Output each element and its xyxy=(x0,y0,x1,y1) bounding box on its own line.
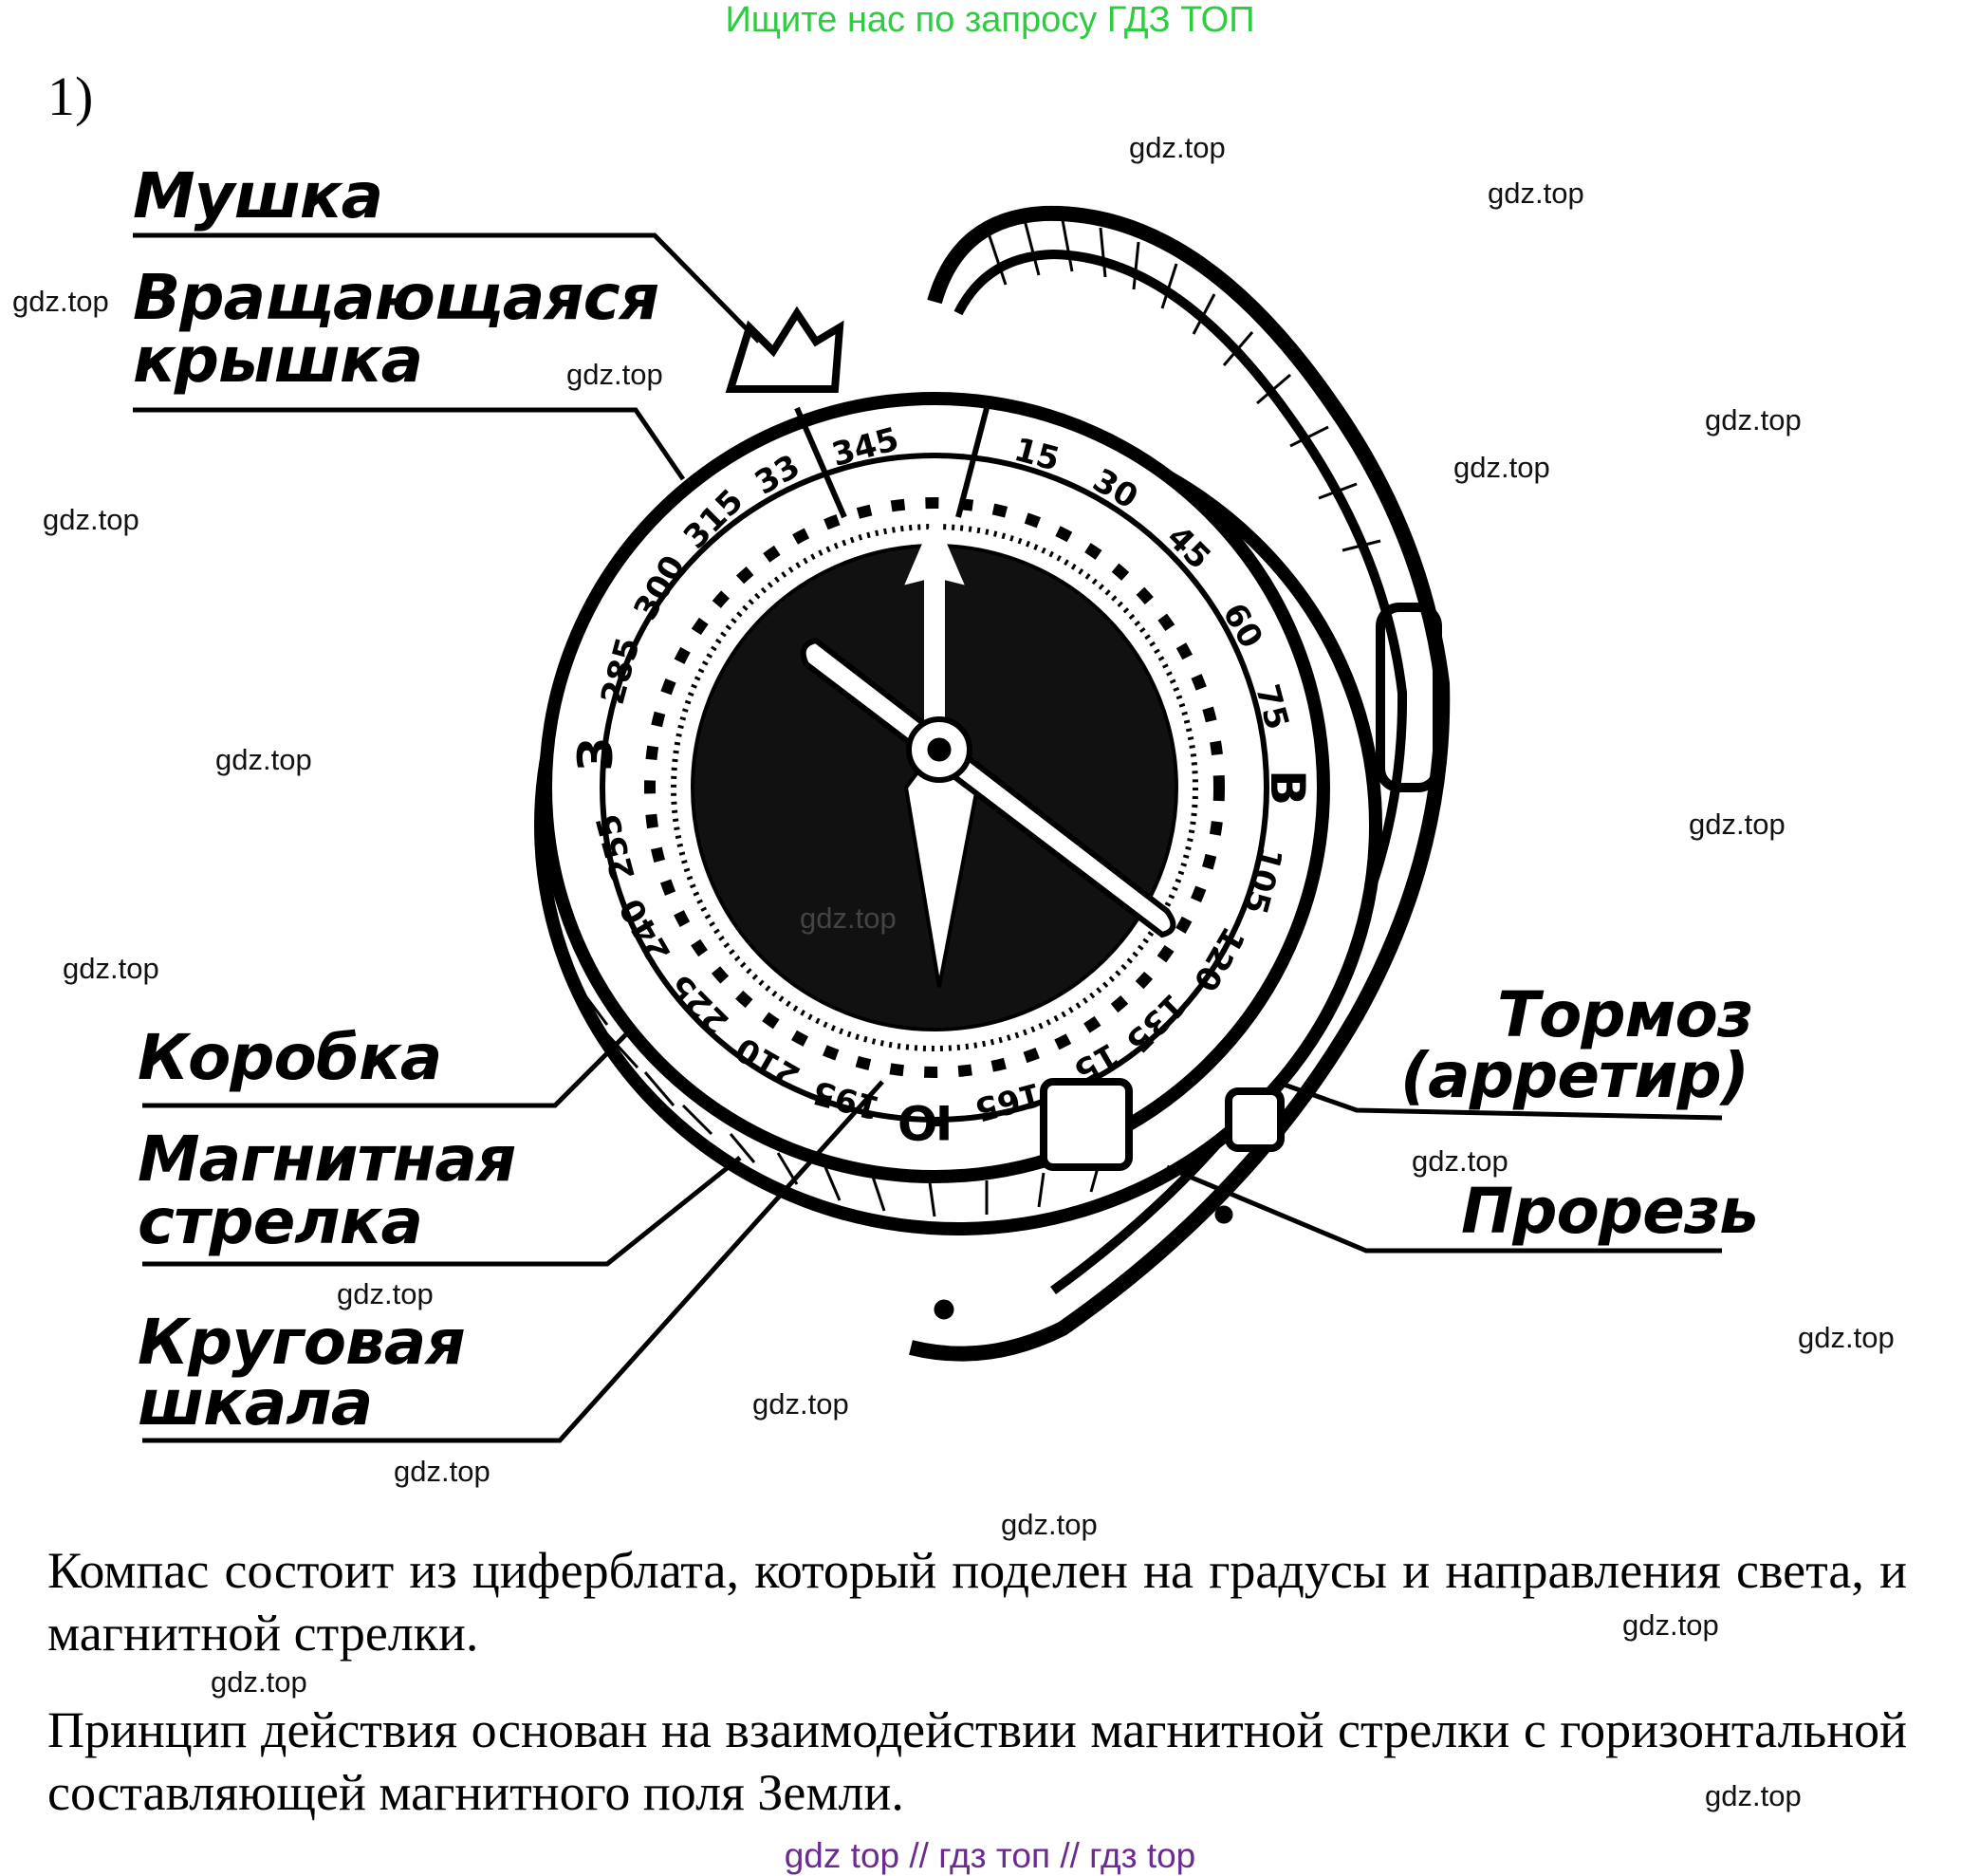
watermark: gdz.top xyxy=(1488,176,1584,210)
paragraph-operating-principle: Принцип действия основан на взаимодейств… xyxy=(47,1701,1907,1821)
label-rotating-lid-1: Вращающаяся xyxy=(133,261,659,334)
label-brake-1: Тормоз xyxy=(1497,978,1753,1051)
watermark: gdz.top xyxy=(1705,1779,1802,1812)
watermark: gdz.top xyxy=(337,1277,434,1310)
slot-tab xyxy=(1040,1078,1133,1171)
watermark: gdz.top xyxy=(752,1387,849,1421)
buckle xyxy=(1376,603,1442,792)
label-scale-2: шкала xyxy=(138,1366,373,1440)
label-slot: Прорезь xyxy=(1461,1175,1759,1248)
watermark: gdz.top xyxy=(215,743,312,776)
label-rotating-lid-2: крышка xyxy=(133,324,423,397)
watermark: gdz.top xyxy=(1412,1144,1508,1178)
top-banner[interactable]: Ищите нас по запросу ГДЗ ТОП xyxy=(725,0,1255,40)
front-sight xyxy=(725,306,844,393)
sighting-bar xyxy=(800,637,1176,938)
watermark: gdz.top xyxy=(1798,1321,1895,1354)
label-box: Коробка xyxy=(138,1021,442,1094)
dial-ticks xyxy=(644,497,1225,1078)
watermark: gdz.top xyxy=(1705,403,1802,436)
task-number: 1) xyxy=(47,65,94,127)
cardinal-south: Ю xyxy=(897,1094,953,1149)
strap-ribbing xyxy=(985,219,1381,552)
watermark: gdz.top xyxy=(1129,131,1226,164)
strap xyxy=(909,205,1451,1362)
paragraph-compass-structure: Компас состоит из циферблата, который по… xyxy=(47,1542,1907,1662)
compass-illustration: 15 30 45 60 75 105 120 135 15 165 195 21… xyxy=(133,205,1723,1443)
cardinal-east: В xyxy=(1260,770,1315,806)
label-needle-2: стрелка xyxy=(138,1185,423,1258)
watermark: gdz.top xyxy=(12,285,109,318)
watermark: gdz.top xyxy=(1453,451,1550,484)
watermark: gdz.top xyxy=(1622,1608,1719,1642)
watermark: gdz.top xyxy=(1689,808,1786,841)
watermark: gdz.top xyxy=(566,358,663,391)
label-front-sight: Мушка xyxy=(133,159,383,232)
watermark: gdz.top xyxy=(1001,1508,1098,1541)
leader-lines xyxy=(133,232,1723,1443)
watermark: gdz.top xyxy=(63,952,159,985)
watermark: gdz.top xyxy=(394,1455,490,1488)
label-scale-1: Круговая xyxy=(138,1306,466,1379)
watermark: gdz.top xyxy=(43,503,139,536)
watermark: gdz.top xyxy=(800,901,897,935)
bottom-banner[interactable]: gdz top // гдз топ // гдз top xyxy=(784,1836,1196,1875)
brake xyxy=(1225,1087,1285,1152)
dial-fine-ticks xyxy=(671,524,1198,1051)
watermark: gdz.top xyxy=(211,1665,307,1699)
label-needle-1: Магнитная xyxy=(138,1123,516,1196)
label-brake-2: (арретир) xyxy=(1400,1039,1749,1112)
cardinal-west: З xyxy=(568,737,623,771)
